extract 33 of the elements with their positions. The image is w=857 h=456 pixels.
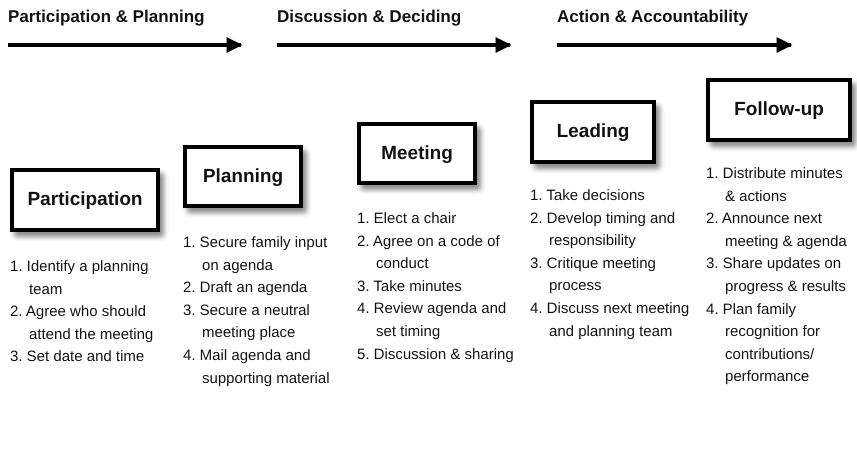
phase-heading: Participation & Planning <box>8 7 204 27</box>
step-item: 1. Secure family input on agenda <box>183 233 328 276</box>
step-item: 4. Plan family recognition for contributions/ performance <box>706 300 822 388</box>
step-item: 3. Share updates on progress & results <box>706 254 847 297</box>
phase-heading: Discussion & Deciding <box>277 7 462 27</box>
step-item: 2. Agree who should attend the meeting <box>10 302 154 345</box>
step-item: 2. Agree on a code of conduct <box>357 232 501 274</box>
step-item: 3. Secure a neutral meeting place <box>183 300 311 344</box>
step-item: 4. Review agenda and set timing <box>357 299 508 342</box>
step-item: 5. Discussion & sharing <box>357 344 515 365</box>
step-item: 3. Critique meeting process <box>530 254 657 296</box>
step-item: 2. Announce next meeting & agenda <box>706 209 848 252</box>
stage-box <box>706 78 852 142</box>
stage-box <box>183 145 303 208</box>
step-item: 1. Elect a chair <box>357 209 458 229</box>
stage-box <box>357 122 477 185</box>
step-item: 1. Identify a planning team <box>10 257 150 300</box>
stage-title: Participation <box>27 189 143 211</box>
step-item: 3. Take minutes <box>357 276 463 297</box>
step-item: 4. Mail agenda and supporting material <box>183 346 331 389</box>
step-item: 1. Distribute minutes & actions <box>706 164 844 207</box>
step-item: 2. Develop timing and responsibility <box>530 208 676 252</box>
stage-title: Meeting <box>381 142 453 164</box>
step-item: 1. Take decisions <box>530 186 646 206</box>
stage-title: Leading <box>556 121 630 143</box>
stage-box <box>530 100 656 164</box>
step-item: 2. Draft an agenda <box>183 278 308 298</box>
stage-title: Planning <box>202 166 284 188</box>
step-item: 4. Discuss next meeting and planning team <box>530 298 690 342</box>
stage-box <box>10 168 160 232</box>
step-item: 3. Set date and time <box>10 347 146 368</box>
stage-title: Follow-up <box>734 99 824 121</box>
phase-heading: Action & Accountability <box>557 7 748 27</box>
